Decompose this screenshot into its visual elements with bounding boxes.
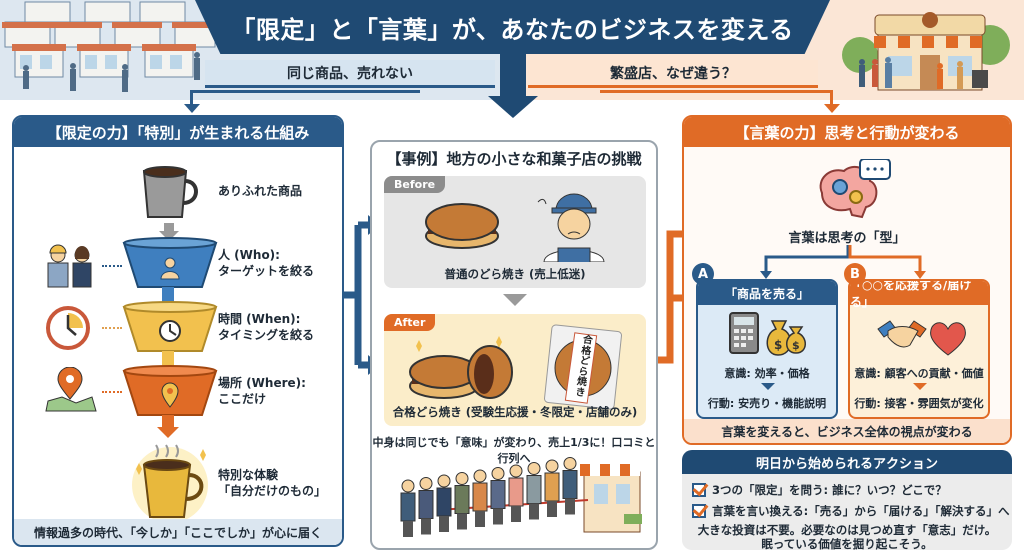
who-dotted-arrow <box>102 265 122 269</box>
gray-down-arrow-icon <box>159 231 179 241</box>
title-banner: 「限定」と「言葉」が、あなたのビジネスを変える <box>195 0 830 54</box>
who-funnel-icon <box>122 237 218 288</box>
queue-person <box>400 479 416 537</box>
plain-mug-icon <box>142 166 198 218</box>
queue-person <box>526 462 542 520</box>
queue-person <box>490 467 506 525</box>
orange-arrow-stem <box>162 415 174 429</box>
case-study-panel: 【事例】地方の小さな和菓子店の挑戦 Before 普通のどら焼き (売上低迷) … <box>370 140 658 550</box>
option-b-support-deliver: 「○○を応援する/届ける」 意識: 顧客への貢献・価値 行動: 接客・雰囲気が変… <box>848 279 990 419</box>
action-item-rephrase-text: 言葉を言い換える:「売る」から「届ける」「解決する」へ <box>712 504 1010 518</box>
action-note-line1: 大きな投資は不要。必要なのは見つめ直す「意志」だけ。 <box>697 523 997 537</box>
option-b-title: 「○○を応援する/届ける」 <box>850 281 988 309</box>
left-connector-arrow-icon <box>184 104 200 113</box>
case-study-heading: 【事例】地方の小さな和菓子店の挑戦 <box>386 150 642 168</box>
action-item-scarcity-text: 3つの「限定」を問う: 誰に？いつ？どこで？ <box>712 483 947 497</box>
queue-person <box>562 457 578 515</box>
when-dotted-arrow <box>102 327 122 331</box>
blue-arrow-stem <box>162 287 174 303</box>
words-panel-heading: 【言葉の力】思考と行動が変わる <box>684 117 1010 147</box>
clock-icon <box>46 306 90 350</box>
svg-text:$: $ <box>792 339 800 352</box>
svg-text:$: $ <box>774 338 782 352</box>
packaged-dorayaki-icon <box>544 324 622 410</box>
busy-shop-illustration <box>842 12 1010 91</box>
step-label-special-experience: 特別な体験 「自分だけのもの」 <box>218 468 327 499</box>
action-item-rephrase: 言葉を言い換える:「売る」から「届ける」「解決する」へ <box>692 503 1010 519</box>
option-b-awareness: 意識: 顧客への貢献・価値 <box>854 367 984 380</box>
queue-person <box>436 474 452 532</box>
queue-person <box>418 477 434 535</box>
worried-shopkeeper-icon <box>537 193 605 262</box>
option-a-sell-product: 「商品を売る」 $ $ 意識: 効率・価格 行動: 安売り・機能説明 <box>696 279 838 419</box>
scarcity-panel-footer: 情報過多の時代、「今しか」「ここでしか」が心に届く <box>14 519 342 545</box>
after-tag: After <box>384 314 436 331</box>
gray-arrow-stem <box>164 223 174 233</box>
map-pin-icon <box>45 367 97 412</box>
option-a-badge: A <box>692 263 714 285</box>
option-b-badge: B <box>844 263 866 285</box>
step-label-who: 人 (Who): ターゲットを絞る <box>218 248 315 279</box>
queue-person <box>544 459 560 517</box>
before-tag: Before <box>384 176 446 193</box>
where-funnel-icon <box>122 365 218 416</box>
yellow-arrow-stem <box>162 351 174 367</box>
orange-down-arrow-icon <box>157 427 179 438</box>
sub-banner-busy-shop: 繁盛店、なぜ違う？ <box>528 60 818 88</box>
center-down-arrow-icon <box>488 96 538 118</box>
people-icon <box>47 244 92 288</box>
queue-person <box>508 464 524 522</box>
shopping-street-illustration <box>2 1 218 92</box>
queue-person <box>472 469 488 527</box>
action-panel: 明日から始められるアクション 3つの「限定」を問う: 誰に？いつ？どこで？ 言葉… <box>682 450 1012 550</box>
when-funnel-icon <box>122 301 218 352</box>
customer-queue-illustration <box>400 457 642 537</box>
right-connector-line-vertical <box>830 90 833 108</box>
option-b-down-arrow-icon <box>913 383 927 390</box>
handshake-heart-icon <box>877 320 966 356</box>
after-caption: 合格どら焼き (受験生応援・冬限定・店舗のみ) <box>392 405 638 419</box>
checked-checkbox-icon <box>692 504 706 518</box>
center-down-arrow-stem <box>500 54 526 100</box>
checked-checkbox-icon <box>692 483 706 497</box>
queue-person <box>454 472 470 530</box>
words-panel-footer: 言葉を変えると、ビジネス全体の視点が変わる <box>684 419 1010 443</box>
after-case-box: After 合格どら焼き 合格どら焼き (受験生応援・冬限定・店舗のみ) <box>384 314 646 426</box>
step-label-when: 時間 (When): タイミングを絞る <box>218 312 315 343</box>
option-a-awareness: 意識: 効率・価格 <box>724 367 810 380</box>
left-connector-line-vertical <box>190 90 193 108</box>
sub-banner-same-product: 同じ商品、売れない <box>205 60 495 88</box>
option-b-action: 行動: 接客・雰囲気が変化 <box>854 397 984 410</box>
scarcity-panel-heading: 【限定の力】「特別」が生まれる仕組み <box>14 117 342 147</box>
action-panel-heading: 明日から始められるアクション <box>682 450 1012 474</box>
right-connector-arrow-icon <box>824 104 840 113</box>
brain-gears-icon <box>819 159 891 219</box>
case-result-text: 中身は同じでも「意味」が変わり、売上1/3に！口コミと行列へ <box>372 436 656 465</box>
before-caption: 普通のどら焼き (売上低迷) <box>444 267 586 281</box>
golden-mug-icon <box>132 444 208 521</box>
split-arrows <box>760 245 926 279</box>
where-dotted-arrow <box>102 391 122 395</box>
right-connector-line <box>600 90 832 93</box>
left-connector-line <box>190 90 420 93</box>
step-label-where: 場所 (Where): ここだけ <box>218 376 306 407</box>
scarcity-panel: 【限定の力】「特別」が生まれる仕組み ありふれた商品 人 (Who): ターゲッ… <box>12 115 344 547</box>
action-note-line2: 眠っている価値を掘り起こそう。 <box>761 537 933 550</box>
before-after-down-arrow-icon <box>503 294 527 306</box>
option-a-action: 行動: 安売り・機能説明 <box>707 397 827 410</box>
calculator-money-icon: $ $ <box>729 312 806 356</box>
words-panel: 【言葉の力】思考と行動が変わる 言葉は思考の「型」 A B 「商品を売る」 $ … <box>682 115 1012 445</box>
action-item-scarcity: 3つの「限定」を問う: 誰に？いつ？どこで？ <box>692 482 947 498</box>
plain-dorayaki-icon <box>425 203 499 249</box>
option-a-down-arrow-icon <box>761 383 775 390</box>
page-title: 「限定」と「言葉」が、あなたのビジネスを変える <box>231 15 794 44</box>
dorayaki-pair-icon <box>409 336 513 399</box>
before-case-box: Before 普通のどら焼き (売上低迷) <box>384 176 646 288</box>
brain-caption: 言葉は思考の「型」 <box>788 231 906 246</box>
step-label-ordinary-product: ありふれた商品 <box>218 184 303 198</box>
option-a-title: 「商品を売る」 <box>698 281 836 305</box>
